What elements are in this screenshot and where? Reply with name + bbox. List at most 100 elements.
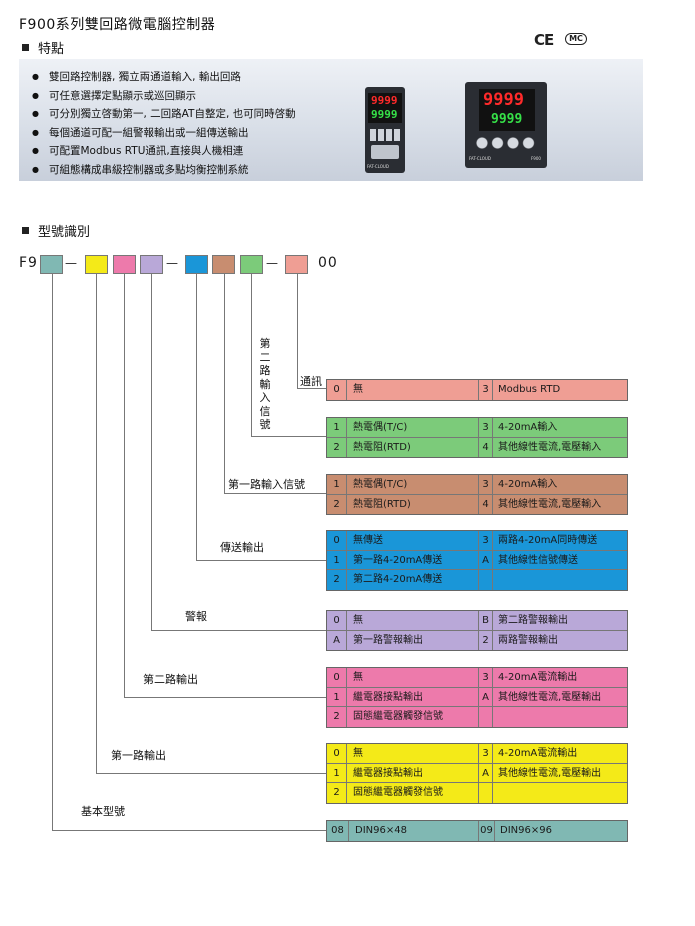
option-desc: 無: [347, 380, 479, 400]
option-desc: 無傳送: [347, 531, 479, 550]
label-retransmit: 傳送輸出: [220, 541, 264, 554]
controller-large-screen: [479, 89, 535, 131]
code-box-output-2: [113, 255, 136, 274]
features-heading: 特點: [22, 38, 64, 57]
code-box-input-1: [212, 255, 235, 274]
connector-input-1: [224, 274, 225, 493]
option-code: 3: [479, 744, 493, 763]
options-row: 1 熱電偶(T/C) 3 4-20mA輸入: [327, 475, 627, 495]
options-table-base-model: 08 DIN96×48 09 DIN96×96: [326, 820, 628, 842]
option-desc: 兩路警報輸出: [498, 634, 558, 646]
connector-input-1: [224, 493, 326, 494]
options-row: 2 第二路4-20mA傳送: [327, 570, 629, 591]
label-input-1: 第一路輸入信號: [228, 478, 305, 491]
option-desc: 其他線性電流,電壓輸出: [498, 767, 602, 779]
option-code: 09: [479, 821, 495, 841]
options-row: 2 固態繼電器觸發信號: [327, 707, 627, 728]
option-desc: [493, 570, 629, 590]
option-code: 2: [327, 570, 347, 591]
option-code: 3: [479, 475, 493, 494]
option-desc: 4-20mA電流輸出: [498, 748, 578, 759]
connector-input-2: [251, 436, 326, 437]
code-box-alarm: [140, 255, 163, 274]
option-code: 4: [479, 437, 493, 458]
feature-item: 可分別獨立啓動第一, 二回路AT自整定, 也可同時啓動: [32, 105, 296, 124]
label-output-1: 第一路輸出: [111, 749, 166, 762]
option-code: 0: [327, 531, 347, 550]
code-box-retransmit: [185, 255, 208, 274]
controller-small-brand: FAT-CLOUD: [367, 164, 389, 169]
option-code: [479, 570, 493, 591]
square-bullet-icon: [22, 44, 29, 51]
controller-small-keypad: [371, 145, 399, 159]
options-row: 1 繼電器接點輸出 A 其他線性電流,電壓輸出: [327, 763, 627, 784]
option-code: A: [479, 550, 493, 570]
options-row: 0 無 3 4-20mA電流輸出: [327, 744, 627, 764]
model-suffix: 00: [318, 255, 338, 271]
connector-output-2: [124, 274, 125, 697]
option-code: A: [327, 630, 347, 651]
option-code: 2: [327, 783, 347, 804]
option-code: 0: [327, 744, 347, 763]
code-box-base-model: [40, 255, 63, 274]
connector-alarm: [151, 630, 326, 631]
feature-item: 可配置Modbus RTU通訊,直接與人機相連: [32, 142, 296, 161]
option-desc: 固態繼電器觸發信號: [347, 707, 479, 728]
connector-base-model: [52, 830, 326, 831]
option-code: 3: [479, 418, 493, 437]
controller-small-screen: [368, 93, 402, 123]
options-table-alarm: 0 無 B 第二路警報輸出 A 第一路警報輸出 2 兩路警報輸出: [326, 610, 628, 652]
option-desc: 熱電偶(T/C): [347, 418, 479, 437]
ce-mark-icon: CE: [534, 31, 554, 49]
connector-output-1: [96, 274, 97, 773]
controller-small-pv: 9999: [371, 94, 398, 107]
options-row: 2 熱電阻(RTD) 4 其他線性電流,電壓輸入: [327, 494, 627, 515]
feature-item: 可組態構成串級控制器或多點均衡控制系統: [32, 161, 296, 180]
option-desc: 繼電器接點輸出: [347, 687, 479, 707]
connector-retransmit: [196, 560, 326, 561]
option-desc: 熱電偶(T/C): [347, 475, 479, 494]
option-desc: 固態繼電器觸發信號: [347, 783, 479, 804]
options-row: 1 第一路4-20mA傳送 A 其他線性信號傳送: [327, 550, 627, 571]
option-desc: 熱電阻(RTD): [347, 437, 479, 458]
option-code: 3: [479, 668, 493, 687]
option-desc: 其他線性電流,電壓輸入: [498, 441, 602, 453]
feature-item: 雙回路控制器, 獨立兩通道輸入, 輸出回路: [32, 68, 296, 87]
code-separator: —: [65, 256, 77, 270]
option-desc: 其他線性電流,電壓輸出: [498, 691, 602, 703]
option-code: A: [479, 763, 493, 783]
option-code: 1: [327, 763, 347, 783]
option-desc: 無: [347, 668, 479, 687]
connector-comm: [297, 388, 326, 389]
option-code: 0: [327, 380, 347, 400]
model-code-heading: 型號識別: [22, 221, 90, 240]
option-code: 2: [479, 630, 493, 651]
code-separator: —: [266, 256, 278, 270]
options-row: 1 繼電器接點輸出 A 其他線性電流,電壓輸出: [327, 687, 627, 708]
controller-large-sv: 9999: [491, 112, 523, 127]
option-code: 2: [327, 437, 347, 458]
connector-retransmit: [196, 274, 197, 560]
option-desc: 第二路4-20mA傳送: [347, 570, 479, 591]
label-output-2: 第二路輸出: [143, 673, 198, 686]
connector-alarm: [151, 274, 152, 630]
options-table-comm: 0 無 3 Modbus RTD: [326, 379, 628, 401]
features-heading-text: 特點: [38, 42, 65, 57]
feature-item: 每個通道可配一組警報輸出或一組傳送輸出: [32, 124, 296, 143]
label-comm: 通訊: [300, 375, 322, 388]
option-code: 08: [327, 821, 349, 841]
mc-mark-icon: MC: [565, 33, 587, 45]
option-code: 2: [327, 707, 347, 728]
controller-small-image: 9999 9999 FAT-CLOUD: [365, 87, 405, 173]
options-row: A 第一路警報輸出 2 兩路警報輸出: [327, 630, 627, 651]
option-desc: 無: [347, 744, 479, 763]
page-title: F900系列雙回路微電腦控制器: [19, 17, 216, 33]
square-bullet-icon: [22, 227, 29, 234]
options-row: 0 無傳送 3 兩路4-20mA同時傳送: [327, 531, 627, 551]
model-code-heading-text: 型號識別: [38, 225, 91, 240]
option-desc: 第一路警報輸出: [347, 630, 479, 651]
option-desc: [493, 783, 629, 803]
option-code: A: [479, 687, 493, 707]
controller-large-brand: FAT-CLOUD: [469, 156, 491, 161]
option-code: [479, 783, 493, 804]
